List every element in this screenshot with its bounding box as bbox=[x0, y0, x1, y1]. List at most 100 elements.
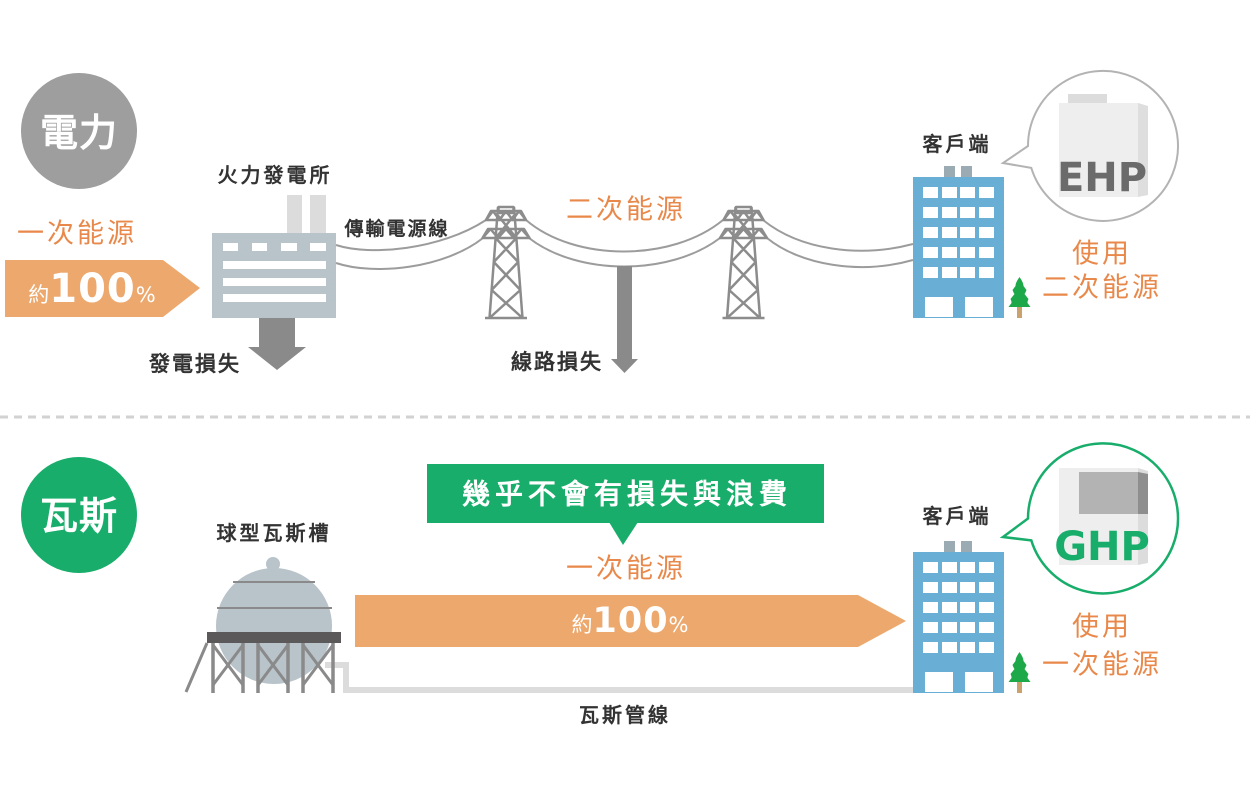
badge-label: 瓦斯 bbox=[40, 494, 118, 538]
value-number: 100 bbox=[592, 601, 668, 641]
badge-label: 電力 bbox=[40, 111, 118, 155]
building-window bbox=[960, 622, 975, 633]
usage-label-line2: 二次能源 bbox=[1042, 273, 1162, 304]
ghp-label: GHP bbox=[1054, 524, 1150, 570]
tank-legs bbox=[211, 643, 335, 693]
customer-building-icon bbox=[913, 541, 1004, 693]
plant-stripe bbox=[223, 294, 326, 302]
usage-label-line2: 一次能源 bbox=[1042, 650, 1162, 681]
tree-foliage bbox=[1008, 277, 1031, 307]
building-window bbox=[923, 622, 938, 633]
building-door bbox=[965, 672, 993, 692]
building-window bbox=[942, 247, 957, 258]
ehp-unit-icon bbox=[1059, 94, 1148, 197]
wire bbox=[762, 219, 914, 252]
tower-frame bbox=[718, 205, 769, 320]
plant-window bbox=[223, 243, 238, 251]
building-window bbox=[960, 267, 975, 278]
plant-stripe bbox=[223, 278, 326, 286]
building-window bbox=[979, 187, 994, 198]
power-plant-icon bbox=[212, 195, 336, 318]
building-window bbox=[923, 247, 938, 258]
building-window bbox=[960, 642, 975, 653]
usage-label-line1: 使用 bbox=[1072, 612, 1132, 643]
building-window bbox=[979, 602, 994, 613]
building-window bbox=[942, 267, 957, 278]
tree-trunk bbox=[1017, 682, 1022, 693]
primary-energy-value: 約100% bbox=[571, 601, 688, 641]
building-door bbox=[925, 297, 953, 317]
power-plant-label: 火力發電所 bbox=[218, 163, 333, 187]
building-window bbox=[942, 187, 957, 198]
customer-building-icon bbox=[913, 166, 1004, 318]
primary-energy-label: 一次能源 bbox=[17, 219, 137, 250]
badge-circle bbox=[21, 457, 137, 573]
transmission-line-label: 傳輸電源線 bbox=[343, 217, 449, 240]
plant-window bbox=[310, 243, 326, 251]
callout-pointer bbox=[609, 522, 638, 545]
primary-energy-label: 一次能源 bbox=[566, 554, 686, 585]
building-window bbox=[979, 267, 994, 278]
value-prefix: 約 bbox=[571, 613, 592, 637]
spherical-gas-tank-icon bbox=[184, 557, 341, 693]
building-window bbox=[942, 582, 957, 593]
tank-label: 球型瓦斯槽 bbox=[217, 521, 332, 545]
plant-window bbox=[252, 243, 267, 251]
badge-circle bbox=[21, 73, 137, 189]
building-window bbox=[942, 622, 957, 633]
unit-side bbox=[1138, 103, 1148, 197]
building-window bbox=[960, 207, 975, 218]
building-chimney bbox=[944, 541, 955, 552]
tree-icon bbox=[1008, 652, 1031, 693]
customer-label: 客戶端 bbox=[922, 132, 992, 156]
transmission-tower-icon bbox=[718, 205, 769, 320]
plant-stripe bbox=[223, 261, 326, 269]
transmission-tower-icon bbox=[481, 205, 531, 320]
building-window bbox=[923, 267, 938, 278]
tree-icon bbox=[1008, 277, 1031, 318]
primary-energy-arrow bbox=[5, 260, 200, 317]
pipeline-label: 瓦斯管線 bbox=[579, 703, 671, 727]
building-window bbox=[979, 622, 994, 633]
building-window bbox=[979, 247, 994, 258]
building-window bbox=[979, 227, 994, 238]
tank-knob bbox=[266, 557, 280, 571]
plant-window bbox=[281, 243, 297, 251]
building-window bbox=[942, 207, 957, 218]
customer-label: 客戶端 bbox=[922, 504, 992, 528]
building-window bbox=[923, 602, 938, 613]
callout-text: 幾乎不會有損失與浪費 bbox=[462, 478, 792, 511]
value-prefix: 約 bbox=[28, 283, 49, 307]
building-window bbox=[942, 562, 957, 573]
building-door bbox=[965, 297, 993, 317]
building-window bbox=[942, 227, 957, 238]
primary-energy-value: 約100% bbox=[28, 266, 155, 312]
line-loss-arrow-icon bbox=[611, 266, 638, 373]
line-loss-label: 線路損失 bbox=[511, 350, 603, 374]
ehp-label: EHP bbox=[1057, 155, 1147, 201]
value-number: 100 bbox=[49, 266, 136, 312]
gas-pipeline bbox=[325, 662, 913, 693]
unit-panel-side bbox=[1138, 472, 1148, 514]
building-window bbox=[923, 207, 938, 218]
tank-bracing bbox=[184, 642, 335, 693]
wire bbox=[525, 219, 724, 253]
building-window bbox=[960, 187, 975, 198]
usage-label-line1: 使用 bbox=[1072, 239, 1132, 270]
tree-foliage bbox=[1008, 652, 1031, 682]
building-window bbox=[960, 227, 975, 238]
building-window bbox=[960, 247, 975, 258]
building-window bbox=[960, 582, 975, 593]
building-chimney bbox=[961, 166, 972, 177]
unit-panel bbox=[1079, 472, 1138, 514]
building-window bbox=[960, 562, 975, 573]
building-window bbox=[923, 582, 938, 593]
tower-frame bbox=[481, 205, 531, 320]
secondary-energy-label: 二次能源 bbox=[566, 195, 686, 226]
building-chimney bbox=[961, 541, 972, 552]
building-window bbox=[960, 602, 975, 613]
building-window bbox=[923, 562, 938, 573]
ehp-speech-bubble: EHP bbox=[1000, 69, 1179, 222]
building-window bbox=[923, 642, 938, 653]
tank-platform bbox=[207, 632, 341, 643]
